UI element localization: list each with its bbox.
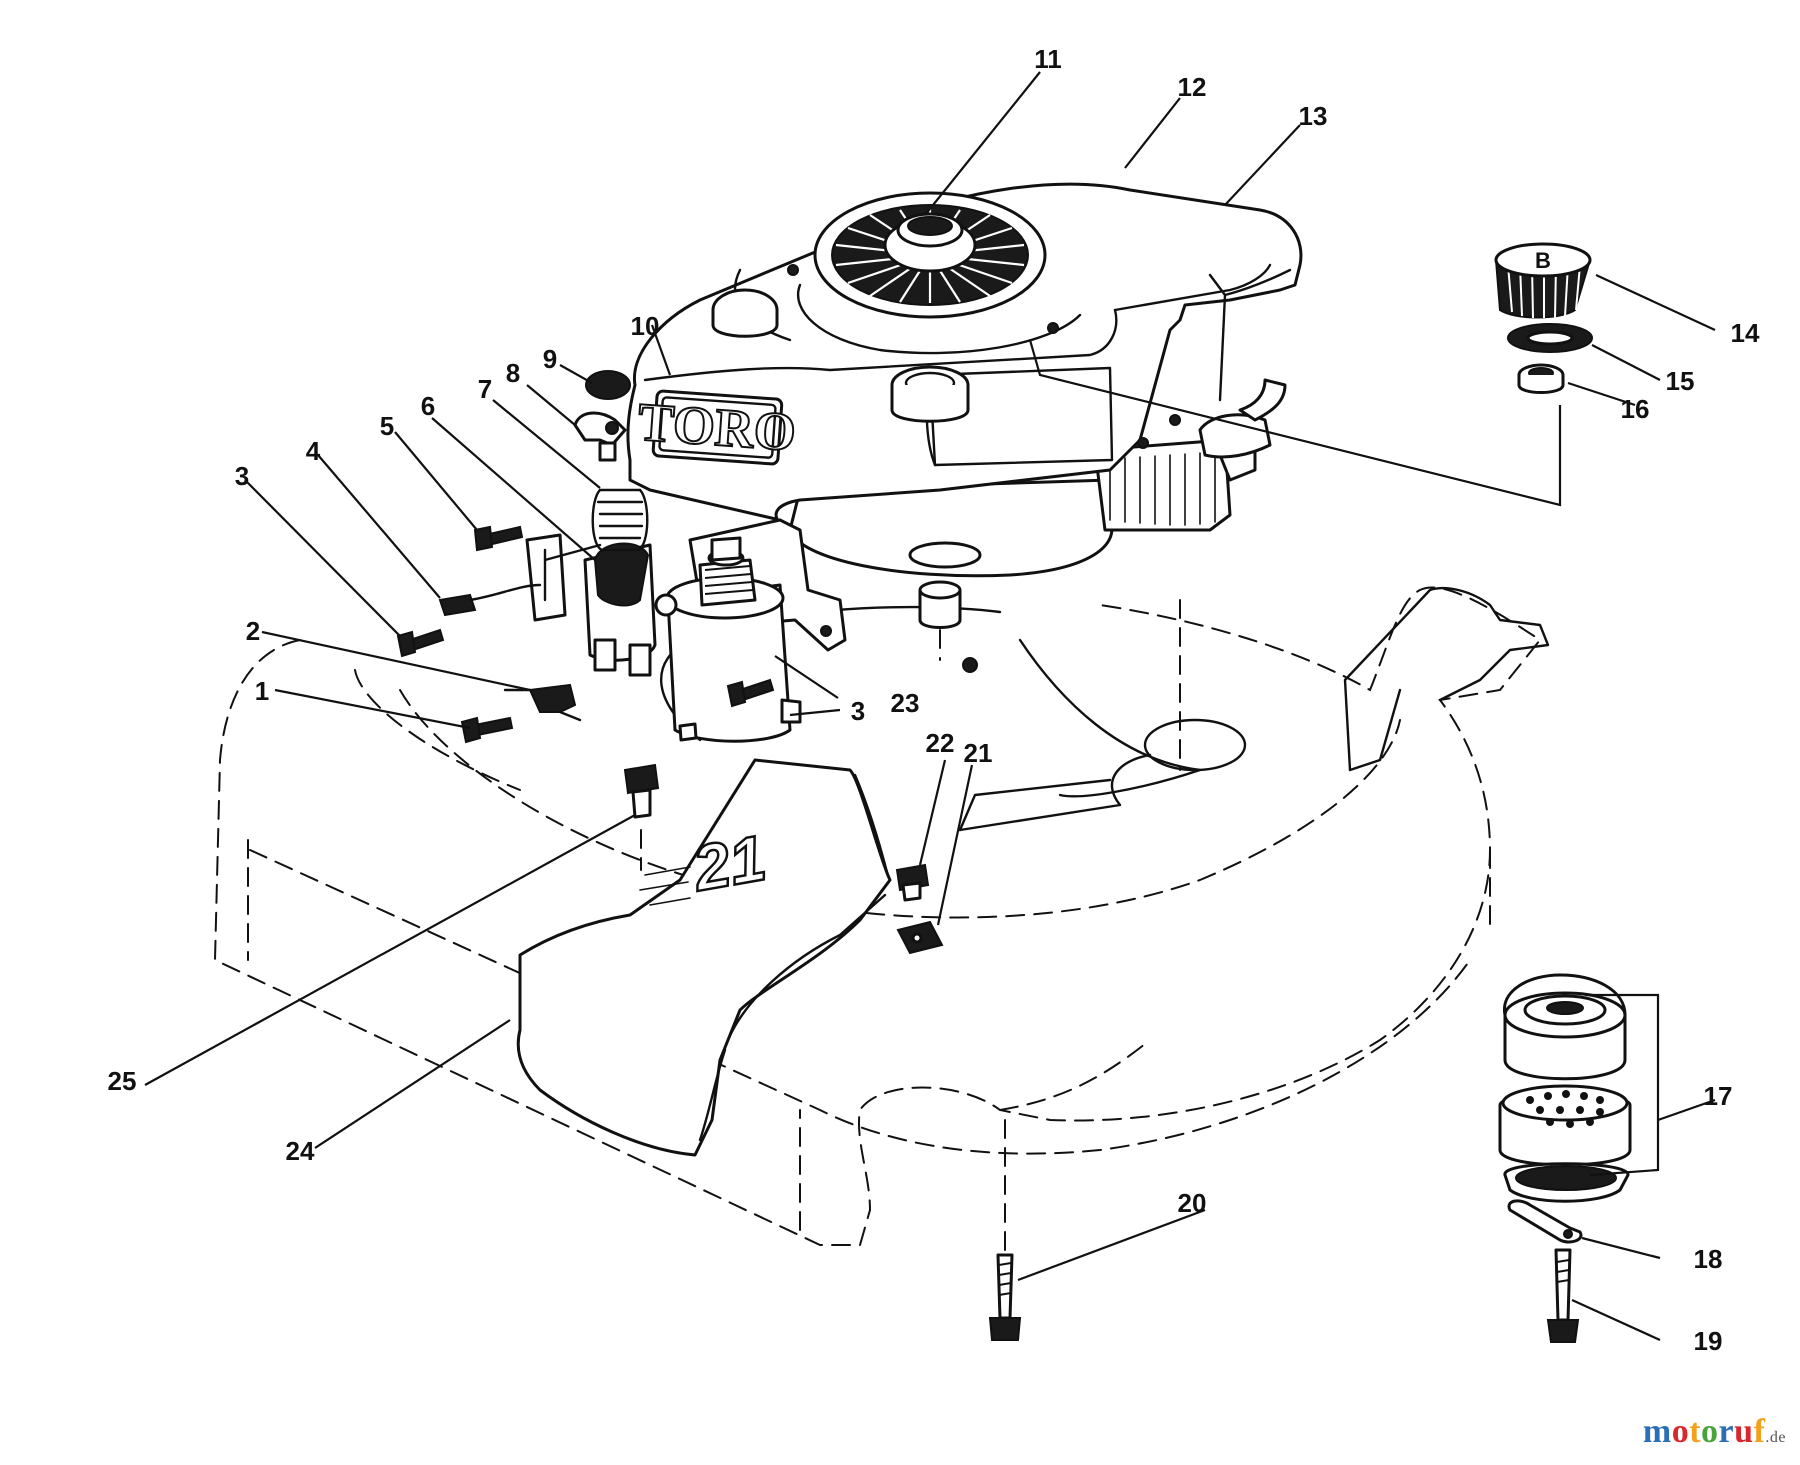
screws [396, 525, 775, 744]
callout-12: 12 [1178, 72, 1207, 102]
callout-11: 11 [1034, 44, 1062, 74]
callout-23: 23 [891, 688, 920, 718]
callout-2: 2 [246, 616, 260, 646]
blade-bolt [988, 1119, 1022, 1341]
callout-7: 7 [478, 374, 492, 404]
watermark-letter: t [1689, 1413, 1702, 1450]
callout-22: 22 [926, 728, 955, 758]
mower-deck [213, 586, 1550, 1246]
callout-3: 3 [235, 461, 249, 491]
brand-plate: TORO [635, 389, 799, 466]
callout-1: 1 [255, 676, 269, 706]
callout-6: 6 [421, 391, 435, 421]
watermark-letter: o [1671, 1413, 1690, 1450]
leader-lines [144, 71, 1716, 1342]
callout-21: 21 [964, 738, 993, 768]
callout-19: 19 [1694, 1326, 1723, 1356]
callout-18: 18 [1694, 1244, 1723, 1274]
callout-9: 9 [543, 344, 557, 374]
watermark-letter: m [1642, 1413, 1672, 1450]
muffler [1498, 973, 1632, 1343]
cylinder-fins [1093, 413, 1272, 532]
watermark-logo: motoruf.de [1643, 1413, 1786, 1451]
callout-10: 10 [631, 311, 660, 341]
callout-15: 15 [1666, 366, 1695, 396]
brand-label: TORO [636, 392, 798, 463]
callout-20: 20 [1178, 1188, 1207, 1218]
callout-4: 4 [306, 436, 321, 466]
callout-25: 25 [108, 1066, 137, 1096]
callout-3-starter: 3 [851, 696, 865, 726]
callout-24: 24 [286, 1136, 315, 1166]
small-parts [623, 599, 1181, 955]
callout-13: 13 [1299, 101, 1328, 131]
deck-cover: 21 [516, 758, 892, 1157]
engine: TORO [626, 182, 1303, 629]
watermark-letter: f [1753, 1413, 1766, 1450]
watermark-letter: o [1701, 1413, 1719, 1450]
fuel-cap-label: B [1535, 248, 1551, 273]
watermark-letter: u [1734, 1413, 1754, 1450]
watermark-letter: r [1718, 1413, 1735, 1450]
watermark-text: motoruf [1643, 1413, 1766, 1450]
flywheel-screen [813, 191, 1047, 319]
callout-labels: 1 2 3 4 5 6 7 8 9 10 11 12 13 14 15 16 1… [108, 44, 1760, 1356]
spring [591, 488, 649, 552]
callout-8: 8 [506, 358, 520, 388]
deck-label: 21 [687, 821, 771, 904]
fuel-cap: B [1494, 242, 1593, 394]
callout-16: 16 [1621, 394, 1650, 424]
callout-14: 14 [1731, 318, 1760, 348]
callout-17: 17 [1704, 1081, 1733, 1111]
callout-5: 5 [380, 411, 394, 441]
starter-assembly [396, 370, 847, 744]
watermark-tld: .de [1765, 1429, 1786, 1446]
